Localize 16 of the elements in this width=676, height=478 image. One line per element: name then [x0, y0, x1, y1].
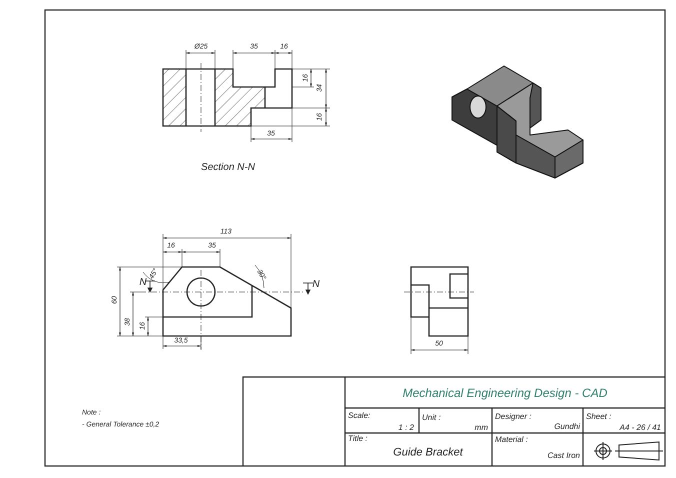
- field-caption: Material :: [495, 436, 528, 444]
- field-value: A4 - 26 / 41: [620, 424, 661, 432]
- field-caption: Sheet :: [586, 413, 612, 421]
- field-caption: Title :: [348, 435, 368, 443]
- section-mark: N: [139, 278, 147, 288]
- drawing-title: Mechanical Engineering Design - CAD: [402, 387, 608, 399]
- view-label: Section N-N: [201, 163, 255, 173]
- field-caption: Designer :: [495, 413, 532, 421]
- field-value: Guide Bracket: [393, 448, 463, 458]
- field-caption: Scale:: [348, 412, 370, 420]
- field-value: Cast Iron: [548, 452, 580, 460]
- field-caption: Unit :: [422, 414, 441, 422]
- section-mark: N: [312, 280, 320, 290]
- field-value: 1 : 2: [398, 424, 414, 432]
- field-value: mm: [474, 424, 488, 432]
- field-value: Gundhi: [554, 423, 580, 431]
